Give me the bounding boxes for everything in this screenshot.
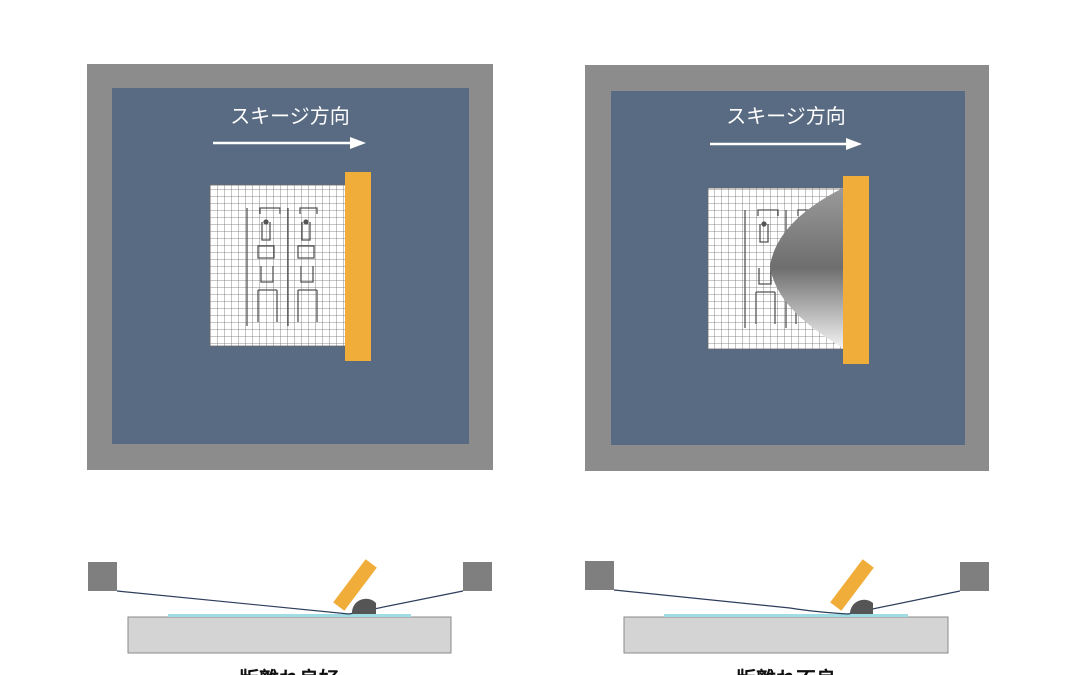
side-block-left	[585, 561, 614, 590]
substrate	[127, 616, 452, 654]
panel-left-top-view: スキージ方向	[87, 64, 493, 470]
panel-right-side-view: 版離れ不良	[585, 559, 989, 675]
direction-label: スキージ方向	[726, 104, 846, 128]
circuit-pattern	[246, 207, 318, 326]
side-block-right	[463, 562, 492, 591]
print-layer	[664, 614, 908, 617]
squeegee-side	[333, 559, 377, 611]
caption: 版離れ不良	[736, 667, 836, 675]
direction-arrow	[213, 137, 366, 149]
squeegee-side	[830, 559, 874, 611]
screen-line-left	[116, 590, 350, 615]
side-block-left	[88, 562, 117, 591]
paste-bead	[351, 598, 376, 614]
screen-line-left	[613, 589, 849, 615]
direction-label: スキージ方向	[230, 104, 350, 128]
side-block-right	[960, 562, 989, 591]
panel-right-top-view: スキージ方向	[585, 65, 989, 471]
mesh-pattern	[209, 184, 347, 347]
paste-roll	[770, 188, 843, 348]
paste-bead	[849, 599, 873, 614]
print-layer	[168, 614, 411, 617]
caption: 版離れ良好	[239, 667, 339, 675]
squeegee	[843, 176, 869, 364]
panel-left-side-view: 版離れ良好	[88, 559, 492, 675]
substrate	[623, 616, 949, 654]
direction-arrow	[710, 138, 862, 150]
squeegee	[345, 172, 371, 361]
